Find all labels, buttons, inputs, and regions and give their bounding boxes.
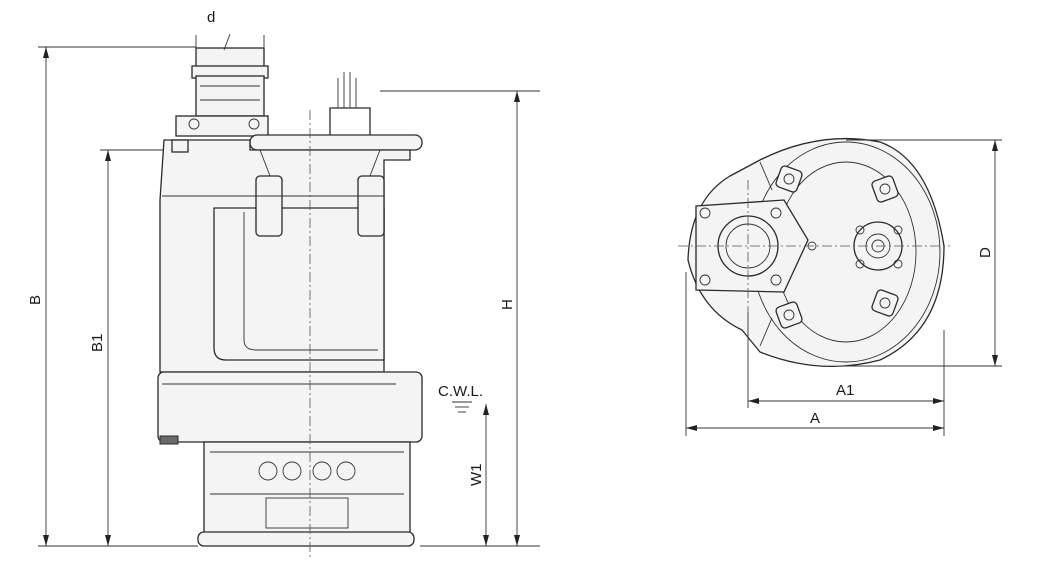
motor-housing <box>159 139 411 373</box>
label-w1: W1 <box>468 464 485 487</box>
dimension-a: A <box>685 272 945 436</box>
label-b: B <box>27 295 44 305</box>
side-view: d B B1 H C.W.L <box>27 9 540 560</box>
dimension-d: d <box>195 9 265 51</box>
label-d-top: D <box>977 247 994 258</box>
dimension-b1: B1 <box>89 149 164 546</box>
label-a1: A1 <box>836 382 854 399</box>
dimension-w1: C.W.L. W1 <box>438 383 489 546</box>
label-a: A <box>810 410 820 427</box>
dimension-d-top: D <box>846 139 1002 367</box>
dimension-h: H <box>380 90 540 547</box>
motor-top-cap <box>175 47 269 137</box>
label-h: H <box>499 299 516 310</box>
pump-casing <box>157 371 423 445</box>
handle-bolts <box>775 165 899 329</box>
dimension-a1: A1 <box>747 312 945 408</box>
label-d: d <box>207 9 215 26</box>
dimension-b: B <box>27 46 198 547</box>
top-view: A1 A D <box>678 137 1002 436</box>
lifting-handle <box>249 72 423 151</box>
strainer-base <box>197 441 415 547</box>
label-cwl: C.W.L. <box>438 383 483 400</box>
label-b1: B1 <box>89 334 106 352</box>
